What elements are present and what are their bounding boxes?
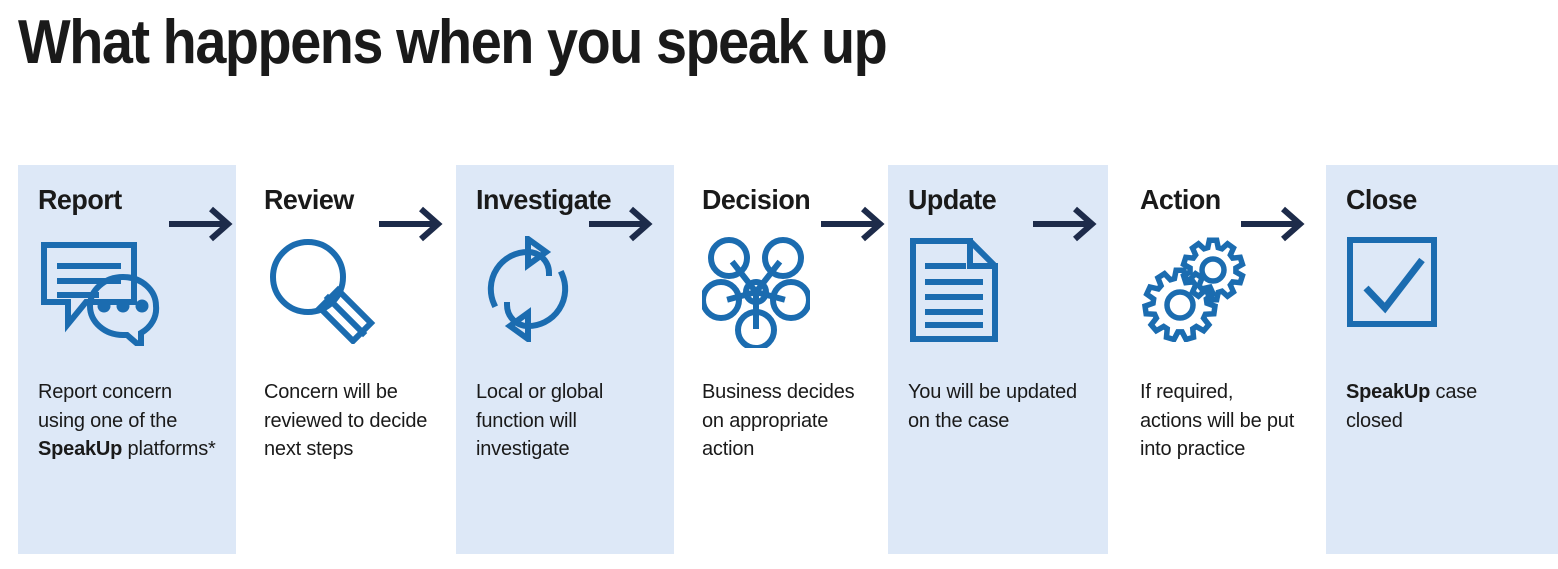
step-decision: Decision Business decides on appropriate… [682, 165, 888, 554]
step-desc-text: Concern will be reviewed to decide next … [264, 381, 428, 460]
step-report: Report Report concern using one of the S… [18, 165, 236, 554]
step-icon-row-action [1140, 236, 1300, 356]
step-review: Review Concern will be reviewed to decid… [244, 165, 450, 554]
step-icon-row-report [38, 236, 216, 356]
step-desc-text: If required, actions will be put into pr… [1140, 381, 1295, 460]
step-description-review: Concern will be reviewed to decide next … [264, 378, 430, 464]
gears-icon [1140, 236, 1250, 347]
step-action: Action If required, actions will be put … [1120, 165, 1320, 554]
step-desc-text: You will be updated on the case [908, 381, 1077, 432]
step-heading-update: Update [908, 184, 997, 215]
step-description-update: You will be updated on the case [908, 378, 1088, 435]
step-icon-row-update [908, 236, 1088, 356]
network-nodes-icon [700, 236, 812, 353]
step-description-decision: Business decides on appropriate action [702, 378, 868, 464]
step-heading-close: Close [1346, 184, 1417, 215]
step-desc-brand: SpeakUp [1346, 381, 1431, 403]
step-update: Update You will be updated on the case [888, 165, 1108, 554]
step-icon-row-review [264, 236, 430, 356]
step-description-close: SpeakUp case closed [1346, 378, 1538, 435]
step-icon-row-close [1346, 236, 1538, 356]
step-description-action: If required, actions will be put into pr… [1140, 378, 1300, 464]
page-title: What happens when you speak up [18, 8, 888, 77]
step-heading-action: Action [1140, 184, 1221, 215]
step-desc-text-after: platforms* [122, 438, 216, 460]
step-heading-report: Report [38, 184, 122, 215]
refresh-cycle-icon [476, 233, 580, 347]
document-lines-icon [908, 236, 1000, 349]
step-desc-brand: SpeakUp [38, 438, 123, 460]
magnifying-glass-icon [264, 236, 376, 349]
step-investigate: Investigate Local or global function wil… [456, 165, 674, 554]
checkbox-check-icon [1346, 236, 1438, 333]
step-heading-investigate: Investigate [476, 184, 612, 215]
step-close: Close SpeakUp case closed [1326, 165, 1558, 554]
step-heading-decision: Decision [702, 184, 811, 215]
step-desc-text: Business decides on appropriate action [702, 381, 855, 460]
speech-bubbles-icon [38, 236, 162, 354]
process-flow: Report Report concern using one of the S… [0, 165, 1558, 554]
step-desc-text-after: case closed [1346, 381, 1477, 432]
step-desc-text: Local or global function will investigat… [476, 381, 604, 460]
step-desc-text: Report concern using one of the [38, 381, 178, 432]
step-icon-row-investigate [476, 233, 654, 356]
step-description-investigate: Local or global function will investigat… [476, 378, 654, 464]
step-heading-review: Review [264, 184, 354, 215]
step-description-report: Report concern using one of the SpeakUp … [38, 378, 216, 464]
step-icon-row-decision [700, 236, 868, 356]
